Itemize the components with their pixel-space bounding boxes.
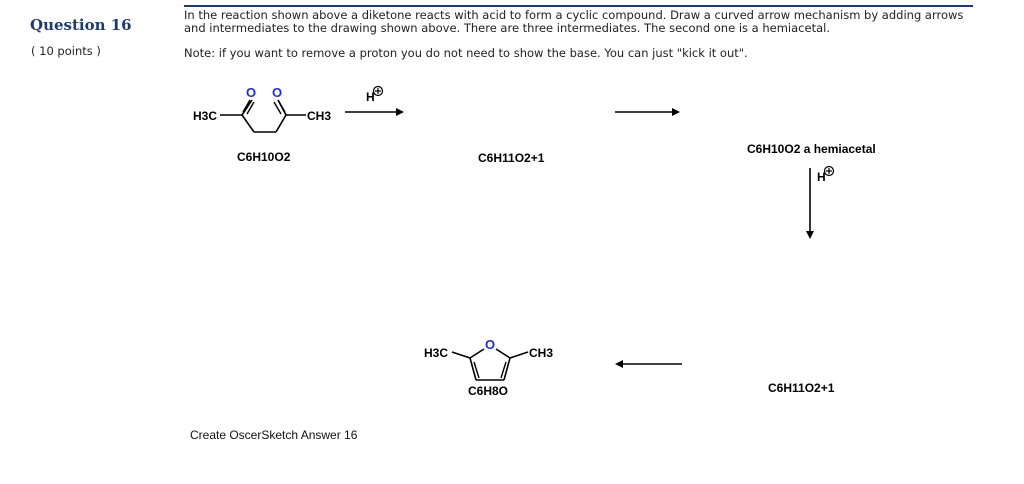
furan-formula: C6H8O xyxy=(468,384,509,398)
reaction-arrow-2 xyxy=(615,108,680,116)
diketone-structure xyxy=(220,99,306,133)
diketone-formula: C6H10O2 xyxy=(237,150,291,164)
intermediate-1-formula: C6H11O2+1 xyxy=(478,151,545,165)
diketone-ch3: CH3 xyxy=(307,109,331,123)
intermediate-3-formula: C6H11O2+1 xyxy=(768,381,835,395)
reaction-arrow-1 xyxy=(345,108,404,116)
question-title: Question 16 xyxy=(30,16,132,34)
plus-circle-icon xyxy=(372,85,384,97)
reaction-arrow-3 xyxy=(806,168,814,239)
furan-h3c: H3C xyxy=(424,346,448,360)
furan-structure xyxy=(451,348,529,381)
create-answer-link[interactable]: Create OscerSketch Answer 16 xyxy=(190,428,358,442)
acid-h-label-2: H xyxy=(817,170,826,184)
hemiacetal-label: C6H10O2 a hemiacetal xyxy=(747,142,876,156)
question-note: Note: if you want to remove a proton you… xyxy=(184,46,748,60)
diketone-oxygen-1: O xyxy=(246,85,256,100)
carbonyl-bonds xyxy=(242,99,286,115)
header-rule xyxy=(184,5,973,7)
question-points: ( 10 points ) xyxy=(31,44,101,58)
diketone-h3c: H3C xyxy=(193,109,217,123)
furan-oxygen: O xyxy=(485,337,495,352)
furan-ch3: CH3 xyxy=(529,346,553,360)
plus-circle-icon-2 xyxy=(823,165,835,177)
reaction-arrow-4 xyxy=(615,360,682,368)
acid-h-label-1: H xyxy=(366,90,375,104)
question-text: In the reaction shown above a diketone r… xyxy=(184,8,964,35)
furan-double-bonds xyxy=(473,361,507,379)
diketone-oxygen-2: O xyxy=(272,85,282,100)
